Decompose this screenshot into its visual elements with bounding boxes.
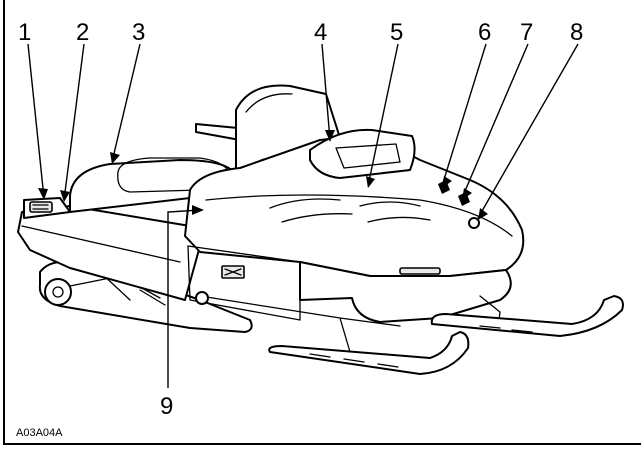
callout-8: 8 [570, 19, 583, 46]
callout-5: 5 [390, 19, 403, 46]
hood-crease [205, 194, 513, 237]
left-ski [268, 331, 470, 375]
left-ski-holes [309, 353, 399, 368]
snowmobile-illustration [17, 84, 624, 375]
arrowhead-2 [60, 190, 70, 202]
callout-7: 7 [520, 19, 533, 46]
leader-6 [441, 43, 487, 187]
hood-vents [269, 198, 431, 223]
side-panel [187, 245, 301, 321]
leader-8 [477, 43, 579, 219]
leader-2 [63, 43, 85, 201]
callout-1: 1 [18, 19, 31, 46]
windshield-edge [245, 93, 293, 113]
seat-top [117, 157, 231, 193]
callout-6: 6 [478, 19, 491, 46]
rear-idler-hub [52, 286, 64, 298]
arrowhead-3 [110, 152, 120, 164]
arrowhead-4 [325, 130, 335, 142]
leader-7 [461, 43, 529, 199]
callout-9: 9 [160, 393, 173, 420]
tail-light [29, 201, 53, 213]
leader-1 [27, 43, 45, 199]
tail-light-detail [32, 204, 49, 210]
right-ski-holes [479, 325, 533, 333]
rear-track [38, 261, 253, 333]
callout-3: 3 [132, 19, 145, 46]
rear-idler-wheel [44, 278, 72, 306]
leader-5 [367, 43, 399, 187]
belly-pan [299, 261, 512, 323]
leader-9 [167, 209, 201, 388]
figure-frame [3, 0, 641, 445]
leader-lines [27, 43, 579, 388]
callout-2: 2 [76, 19, 89, 46]
side-logo-detail [224, 268, 242, 276]
leader-3 [111, 43, 141, 163]
callout-numbers: 1 2 3 4 5 6 7 8 9 [18, 19, 583, 420]
leader-4 [321, 43, 331, 141]
arrowhead-5 [366, 176, 375, 188]
headlight [399, 267, 441, 275]
key-switch-8 [468, 217, 480, 229]
arrow-icon [38, 130, 488, 220]
arrowhead-7 [462, 188, 472, 200]
spindle-left [195, 291, 209, 305]
arrowhead-6 [442, 176, 452, 188]
console [309, 128, 416, 179]
arrowhead-1 [38, 188, 48, 200]
tunnel-edge [21, 225, 181, 263]
tunnel [17, 205, 201, 301]
figure-code: A03A04A [16, 427, 63, 439]
arrowhead-9 [192, 205, 204, 215]
callout-4: 4 [314, 19, 327, 46]
arrowhead-8 [478, 208, 488, 220]
